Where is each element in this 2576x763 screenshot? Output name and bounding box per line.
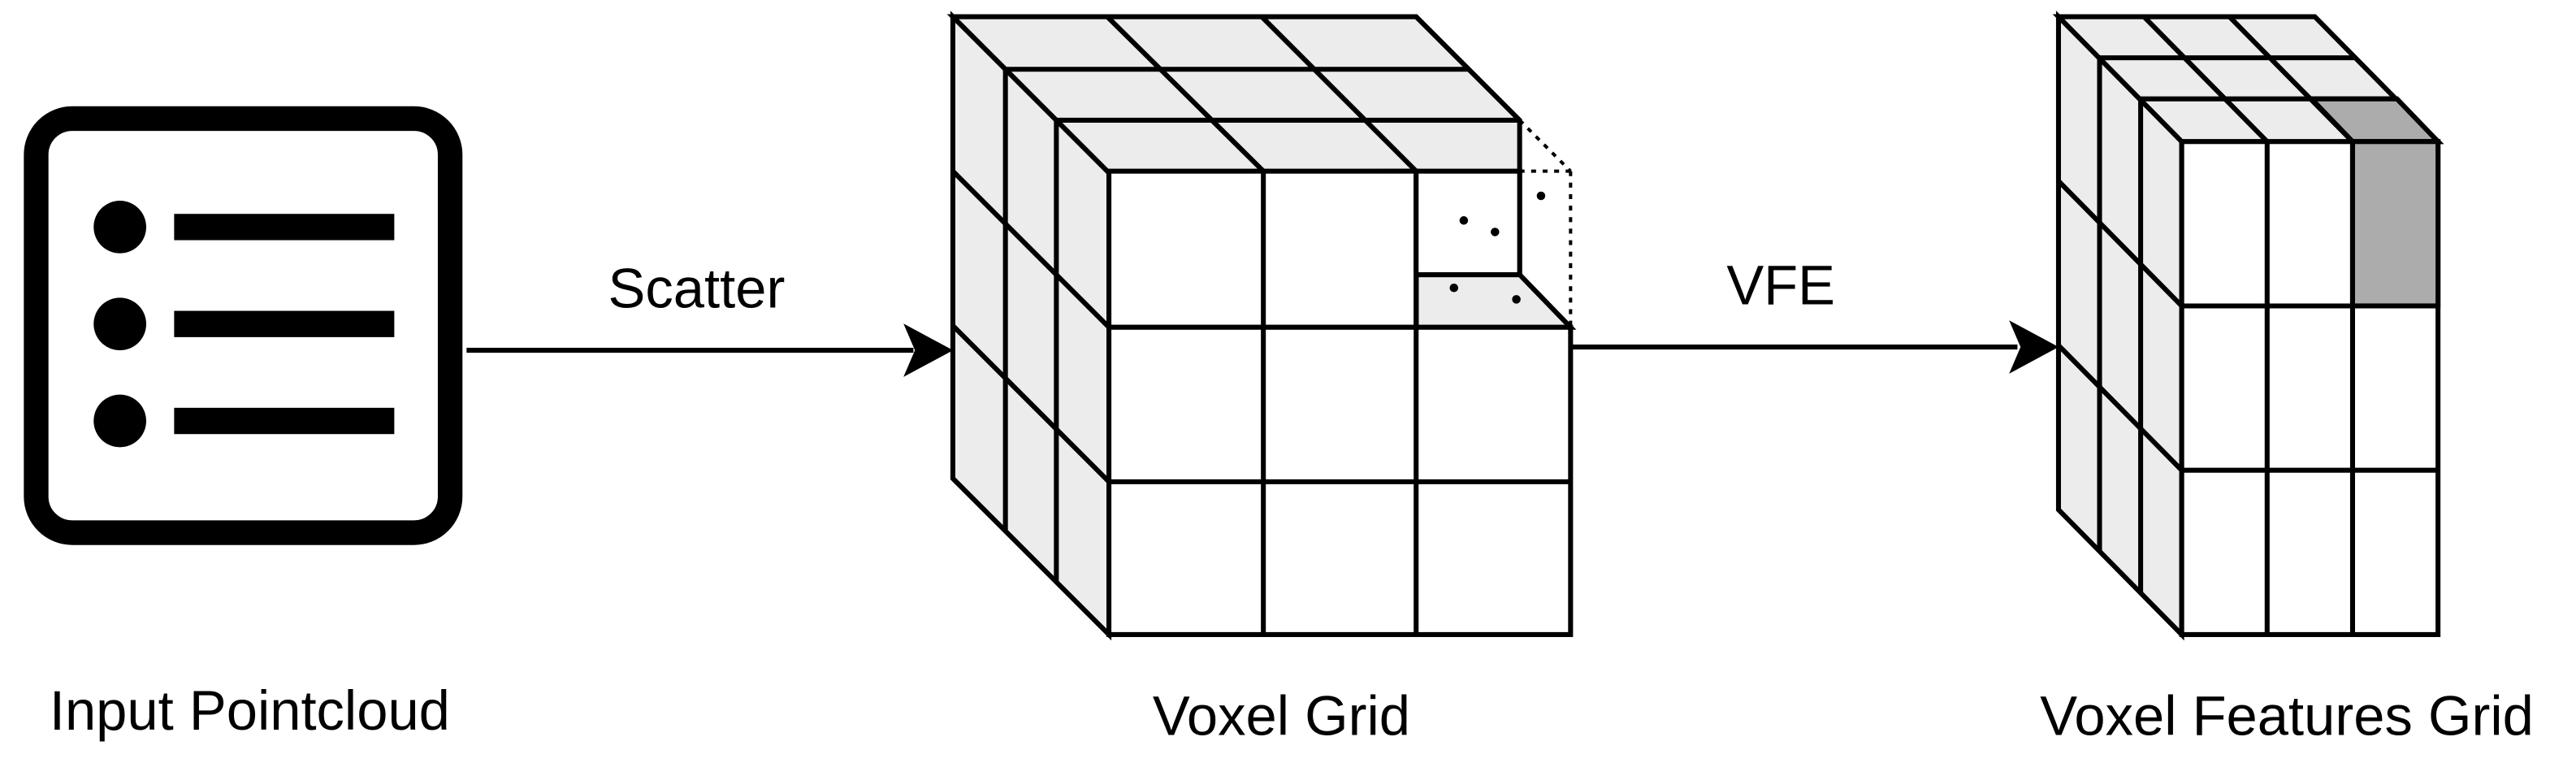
scatter-label: Scatter [608,257,786,319]
input-pointcloud-label: Input Pointcloud [50,679,450,742]
voxel-features-grid-label: Voxel Features Grid [2040,684,2534,747]
vfe-arrow [1572,320,2059,374]
scatter-arrow [466,323,954,377]
vfe-label: VFE [1726,254,1835,316]
list-icon [24,106,463,545]
voxel-features-grid [2052,11,2444,641]
voxel-grid-label: Voxel Grid [1153,684,1410,747]
voxel-grid-cube [946,11,1577,641]
